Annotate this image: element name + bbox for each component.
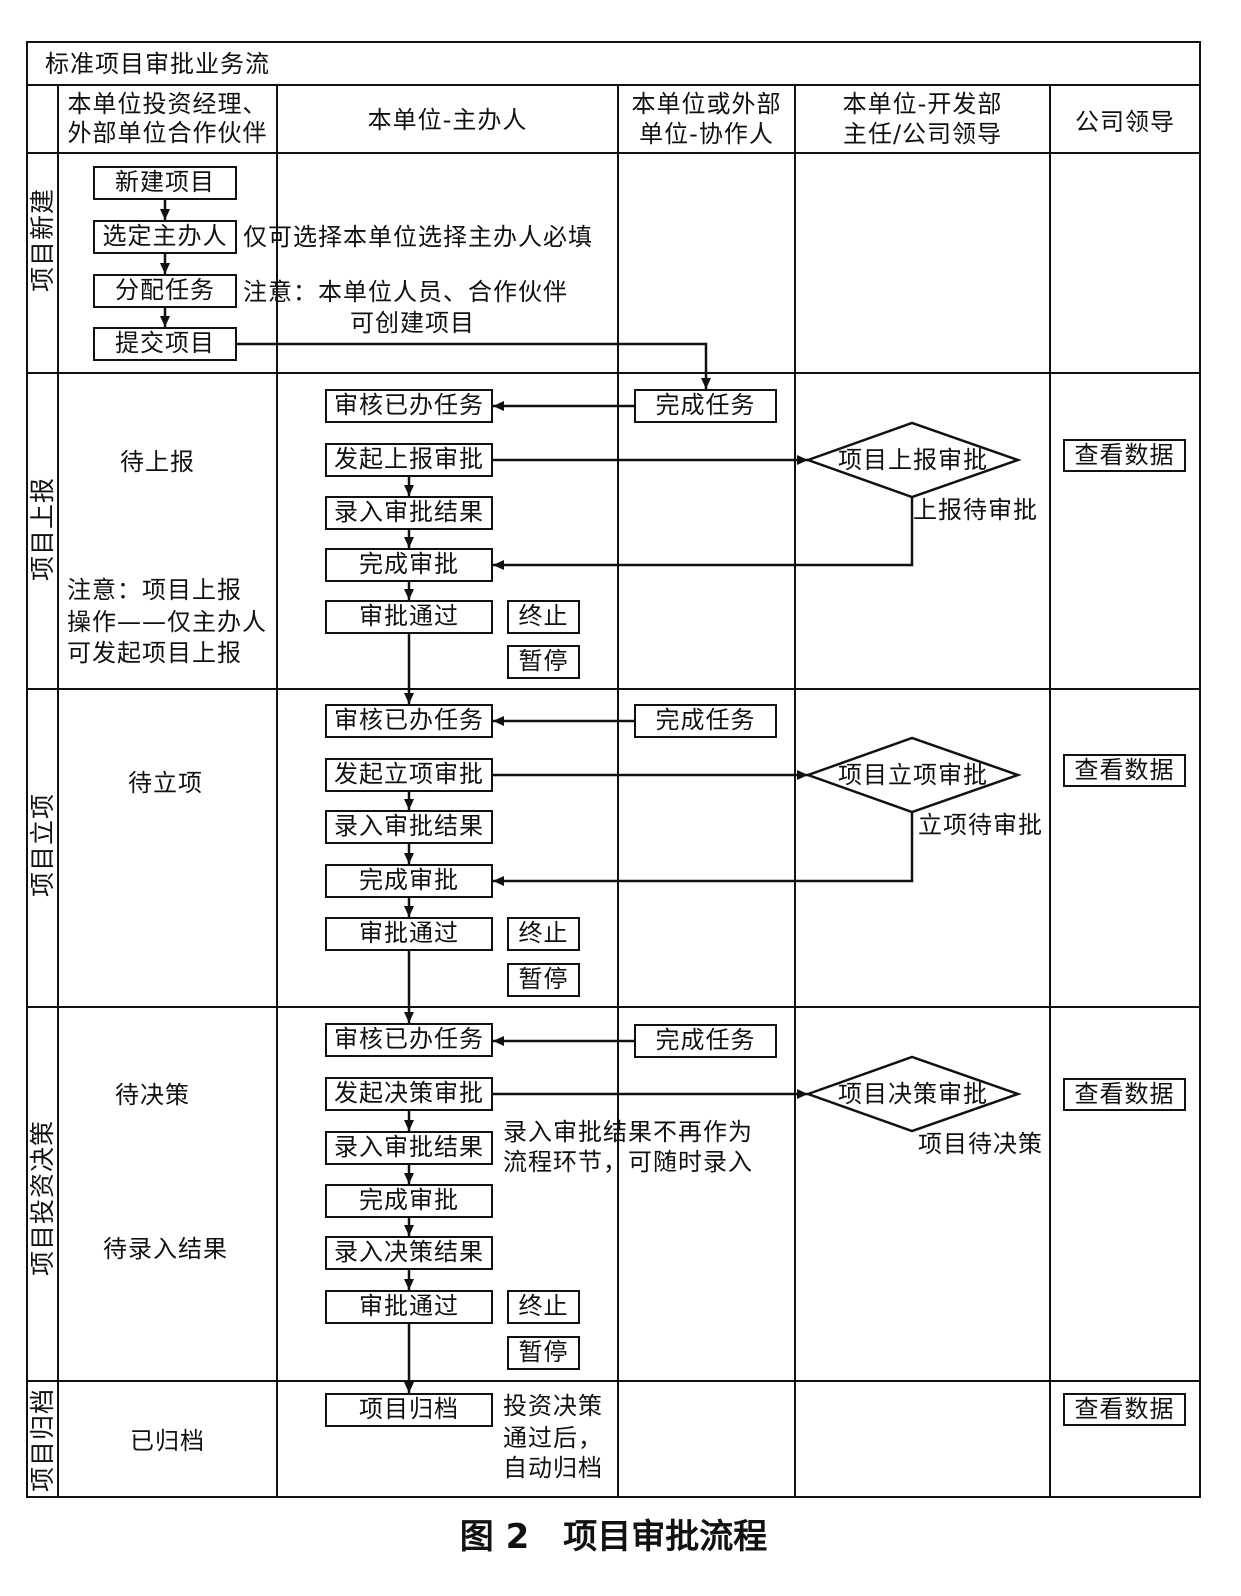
step-setup-approved: 审批通过 [325, 917, 493, 951]
arrow-setup-diamond-to-complete [493, 812, 914, 886]
note-archive-line-1: 投资决策 [503, 1392, 603, 1420]
decision-status-report: 上报待审批 [913, 496, 1038, 524]
step-report-initiate-approval: 发起上报审批 [325, 443, 493, 477]
step-setup-collab-complete-task: 完成任务 [634, 704, 777, 738]
lane-header-leadership: 公司领导 [1075, 108, 1175, 136]
lane-header-sponsor: 本单位-主办人 [367, 106, 528, 134]
note-report-line-2: 操作——仅主办人 [67, 608, 267, 636]
step-decision-complete-approval: 完成审批 [325, 1184, 493, 1218]
note-archive-line-3: 自动归档 [503, 1454, 603, 1482]
decision-diamonds [804, 421, 1022, 1133]
flow-connectors [160, 200, 914, 1393]
phase-label-setup: 项目立项 [28, 792, 57, 898]
step-decision-enter-result: 录入审批结果 [325, 1131, 493, 1165]
step-setup-initiate-approval: 发起立项审批 [325, 758, 493, 792]
view-data-report: 查看数据 [1063, 439, 1186, 472]
status-pending-result-entry: 待录入结果 [103, 1235, 228, 1263]
note-creator-line-2: 可创建项目 [350, 309, 475, 337]
step-decision-initiate-approval: 发起决策审批 [325, 1077, 493, 1111]
phase-label-archive: 项目归档 [28, 1387, 57, 1493]
step-setup-complete-approval: 完成审批 [325, 864, 493, 898]
table-grid [26, 41, 1201, 1498]
step-decision-approved: 审批通过 [325, 1290, 493, 1324]
step-report-complete-approval: 完成审批 [325, 548, 493, 582]
step-decision-terminate: 终止 [507, 1290, 580, 1324]
arrow-report-diamond-to-complete [493, 497, 914, 570]
decision-text-report: 项目上报审批 [838, 446, 988, 474]
step-assign-task: 分配任务 [93, 274, 237, 308]
note-sponsor-selection: 仅可选择本单位选择主办人必填 [243, 223, 593, 251]
figure-caption: 图 2 项目审批流程 [459, 1517, 768, 1557]
step-decision-pause: 暂停 [507, 1336, 580, 1370]
note-archive-line-2: 通过后， [503, 1424, 603, 1452]
phase-label-investment-decision: 项目投资决策 [28, 1119, 57, 1277]
step-decision-collab-complete-task: 完成任务 [634, 1024, 777, 1058]
step-setup-terminate: 终止 [507, 917, 580, 951]
note-report-line-3: 可发起项目上报 [67, 639, 242, 667]
note-result-entry-line-1: 录入审批结果不再作为 [503, 1118, 753, 1146]
step-report-pause: 暂停 [507, 645, 580, 679]
step-report-approved: 审批通过 [325, 600, 493, 634]
decision-diamond-report [804, 421, 1022, 499]
view-data-archive: 查看数据 [1063, 1393, 1186, 1426]
decision-status-investment: 项目待决策 [918, 1130, 1043, 1158]
step-setup-review-tasks: 审核已办任务 [325, 704, 493, 738]
note-result-entry-line-2: 流程环节，可随时录入 [503, 1148, 753, 1176]
step-submit-project: 提交项目 [93, 327, 237, 361]
status-archived: 已归档 [130, 1427, 205, 1455]
lane-header-collaborator-line-2: 单位-协作人 [639, 120, 774, 148]
step-setup-pause: 暂停 [507, 963, 580, 997]
lane-header-collaborator-line-1: 本单位或外部 [631, 90, 782, 118]
lane-header-dev-director-line-2: 主任/公司领导 [842, 120, 1003, 148]
step-report-enter-result: 录入审批结果 [325, 496, 493, 530]
diagram-title: 标准项目审批业务流 [45, 50, 270, 78]
decision-diamond-investment [804, 1055, 1022, 1133]
step-create-project: 新建项目 [93, 166, 237, 200]
view-data-decision: 查看数据 [1063, 1078, 1186, 1111]
lane-header-dev-director-line-1: 本单位-开发部 [842, 90, 1003, 118]
step-setup-enter-result: 录入审批结果 [325, 810, 493, 844]
step-report-collab-complete-task: 完成任务 [634, 389, 777, 423]
lane-header-investment-manager-line-1: 本单位投资经理、 [67, 90, 268, 118]
step-decision-enter-decision-result: 录入决策结果 [325, 1236, 493, 1270]
decision-text-investment: 项目决策审批 [838, 1080, 988, 1108]
status-pending-setup: 待立项 [128, 769, 203, 797]
table-frame [26, 41, 1201, 1498]
note-creator-line-1: 注意：本单位人员、合作伙伴 [243, 278, 568, 306]
status-pending-report: 待上报 [120, 448, 195, 476]
arrow-submit-to-collab-task [237, 342, 711, 389]
note-report-line-1: 注意：项目上报 [67, 576, 242, 604]
step-decision-review-tasks: 审核已办任务 [325, 1023, 493, 1057]
phase-label-create: 项目新建 [28, 187, 57, 293]
phase-label-report: 项目上报 [28, 476, 57, 582]
decision-diamond-setup [804, 736, 1022, 814]
decision-status-setup: 立项待审批 [918, 811, 1043, 839]
decision-text-setup: 项目立项审批 [838, 761, 988, 789]
step-report-terminate: 终止 [507, 600, 580, 634]
step-report-review-tasks: 审核已办任务 [325, 389, 493, 423]
status-pending-decision: 待决策 [115, 1081, 190, 1109]
lane-header-investment-manager-line-2: 外部单位合作伙伴 [67, 119, 268, 147]
step-select-sponsor: 选定主办人 [93, 220, 237, 254]
view-data-setup: 查看数据 [1063, 754, 1186, 787]
step-archive-project: 项目归档 [325, 1393, 493, 1427]
